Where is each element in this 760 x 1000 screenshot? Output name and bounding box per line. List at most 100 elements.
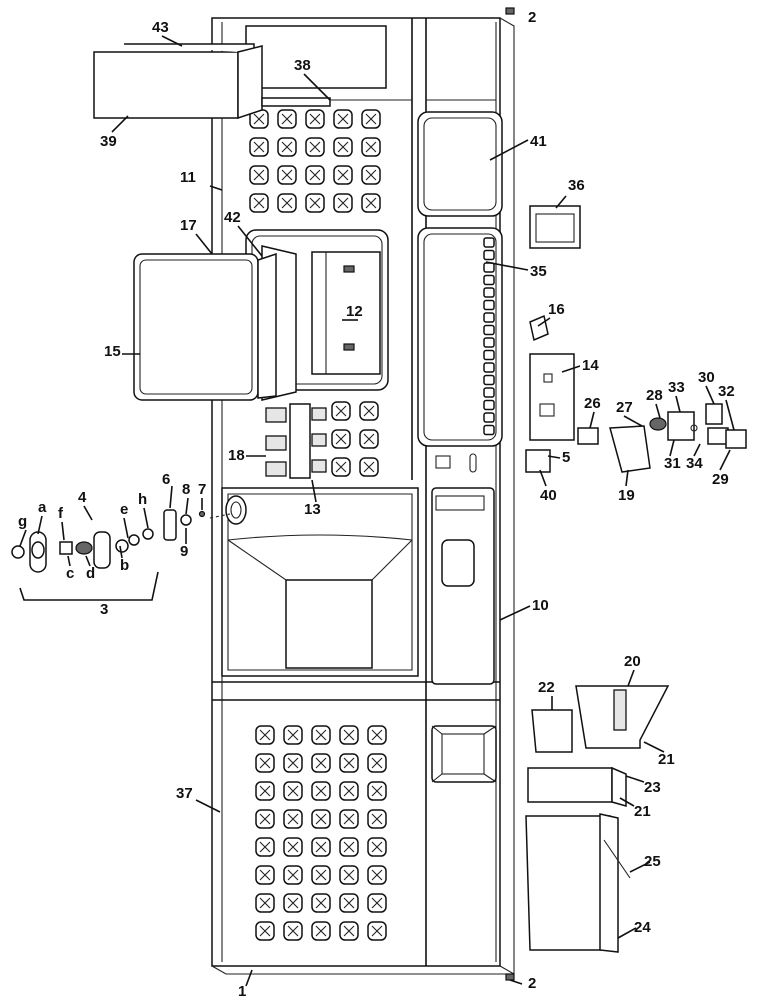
callout-38: 38: [294, 57, 311, 74]
bin-24: [525, 813, 631, 953]
door-panel-15: [133, 252, 277, 401]
callout-e: e: [120, 501, 128, 518]
leader-line: [123, 517, 129, 539]
leader-line: [625, 775, 645, 783]
selection-button: [483, 374, 495, 386]
callout-27: 27: [616, 399, 633, 416]
selection-button: [483, 349, 495, 361]
callout-7: 7: [198, 481, 206, 498]
callout-35: 35: [530, 263, 547, 280]
leader-line: [537, 317, 551, 327]
selection-button: [483, 274, 495, 286]
leader-line: [625, 469, 629, 487]
leader-line: [589, 411, 595, 429]
middle-vent-grid: [331, 401, 379, 477]
leader-line: [675, 395, 681, 413]
callout-9: 9: [180, 543, 188, 560]
callout-40: 40: [540, 487, 557, 504]
callout-41: 41: [530, 133, 547, 150]
plate-14: [529, 353, 575, 441]
selection-button: [483, 312, 495, 323]
selection-button: [483, 424, 495, 436]
selection-button: [483, 362, 495, 373]
lock-assembly-3: [11, 509, 231, 601]
leader-line: [61, 521, 65, 541]
callout-21-b: 21: [634, 803, 651, 820]
selection-button: [483, 412, 495, 423]
screw-2-top: [505, 7, 515, 15]
leader-line: [547, 455, 561, 459]
callout-43: 43: [152, 19, 169, 36]
selection-button: [483, 387, 495, 398]
callout-8: 8: [182, 481, 190, 498]
callout-a: a: [38, 499, 47, 516]
callout-28: 28: [646, 387, 663, 404]
selection-button: [483, 399, 495, 411]
leader-line: [509, 979, 523, 985]
leader-line: [85, 555, 91, 567]
leader-line: [67, 555, 71, 567]
coin-return-area: [431, 487, 497, 783]
screw-2-bottom: [505, 973, 515, 981]
leader-line: [185, 497, 189, 515]
callout-19: 19: [618, 487, 635, 504]
callout-30: 30: [698, 369, 715, 386]
leader-line: [19, 529, 27, 547]
leader-line: [195, 799, 221, 813]
callout-3: 3: [100, 601, 108, 618]
callout-2-bottom: 2: [528, 975, 536, 992]
callout-11: 11: [180, 169, 196, 186]
selection-button: [483, 249, 495, 261]
callout-24: 24: [634, 919, 651, 936]
callout-42: 42: [224, 209, 241, 226]
switch-5: [525, 449, 551, 473]
leader-line: [237, 225, 263, 257]
leader-line: [195, 233, 213, 255]
callout-labels: 43 39 38 2 41 11 36 42 17 35 12 16 15 14…: [18, 9, 735, 1000]
leader-line: [311, 479, 317, 503]
callout-34: 34: [686, 455, 703, 472]
leader-line: [245, 969, 253, 987]
callout-18: 18: [228, 447, 245, 464]
leader-line: [693, 443, 701, 457]
lower-vent-grid: [255, 725, 387, 941]
callout-5: 5: [562, 449, 570, 466]
callout-13: 13: [304, 501, 321, 518]
display-unit-36: [529, 205, 581, 249]
callout-d: d: [86, 565, 95, 582]
selection-panel-35: [417, 227, 503, 473]
selection-button: [483, 299, 495, 311]
callout-29: 29: [712, 471, 729, 488]
selection-button: [483, 262, 495, 273]
callout-15: 15: [104, 343, 121, 360]
leader-line: [627, 669, 635, 687]
leader-line: [119, 545, 123, 559]
leader-line: [655, 403, 661, 419]
callout-31: 31: [664, 455, 681, 472]
leader-line: [705, 385, 715, 405]
callout-23: 23: [644, 779, 661, 796]
leader-line: [169, 485, 173, 509]
leader-line: [83, 505, 93, 521]
selection-button: [483, 237, 495, 248]
box-39: [93, 43, 331, 120]
callout-h: h: [138, 491, 147, 508]
leader-line: [111, 115, 129, 133]
valve-block-13: [265, 403, 327, 479]
callout-f: f: [58, 505, 64, 522]
leader-line: [561, 365, 581, 373]
callout-37: 37: [176, 785, 193, 802]
hopper-20: [575, 685, 670, 749]
leader-line: [725, 399, 735, 431]
callout-17: 17: [180, 217, 197, 234]
callout-b: b: [120, 557, 129, 574]
leader-line: [161, 35, 183, 47]
callout-33: 33: [668, 379, 685, 396]
leader-line: [669, 439, 675, 457]
cup-22: [531, 709, 573, 753]
callout-16: 16: [548, 301, 565, 318]
callout-26: 26: [584, 395, 601, 412]
leader-line: [719, 449, 731, 471]
callout-36: 36: [568, 177, 585, 194]
